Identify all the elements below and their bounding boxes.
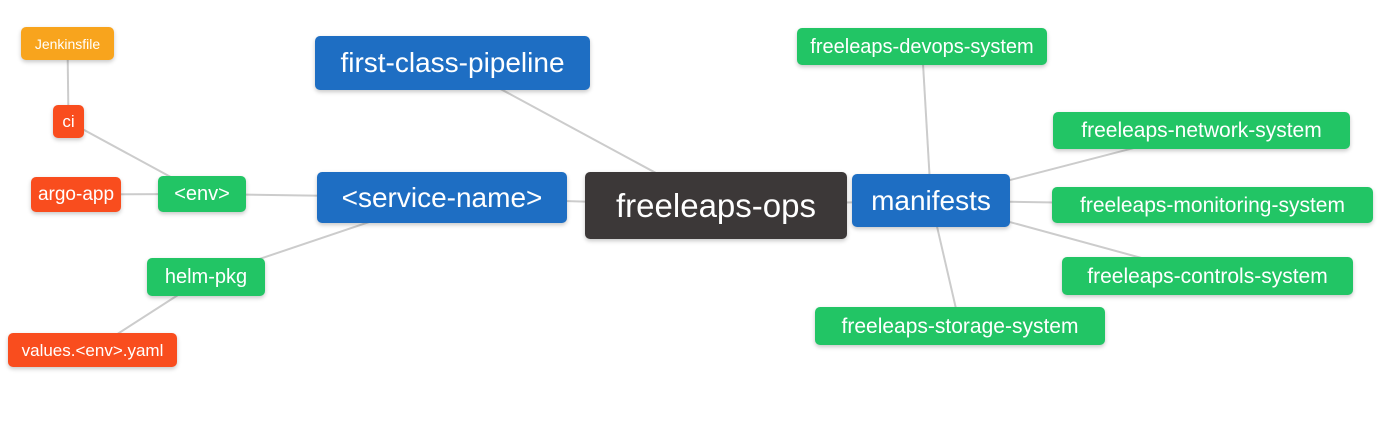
node-freeleaps-network-system[interactable]: freeleaps-network-system xyxy=(1053,112,1350,149)
node-ci[interactable]: ci xyxy=(53,105,84,138)
node-env[interactable]: <env> xyxy=(158,176,246,212)
node-helm-pkg[interactable]: helm-pkg xyxy=(147,258,265,296)
node-jenkinsfile[interactable]: Jenkinsfile xyxy=(21,27,114,60)
node-service-name[interactable]: <service-name> xyxy=(317,172,567,223)
node-freeleaps-ops[interactable]: freeleaps-ops xyxy=(585,172,847,239)
node-manifests[interactable]: manifests xyxy=(852,174,1010,227)
node-freeleaps-storage-system[interactable]: freeleaps-storage-system xyxy=(815,307,1105,345)
node-argo-app[interactable]: argo-app xyxy=(31,177,121,212)
node-freeleaps-monitoring-system[interactable]: freeleaps-monitoring-system xyxy=(1052,187,1373,223)
node-first-class-pipeline[interactable]: first-class-pipeline xyxy=(315,36,590,90)
node-freeleaps-controls-system[interactable]: freeleaps-controls-system xyxy=(1062,257,1353,295)
node-freeleaps-devops-system[interactable]: freeleaps-devops-system xyxy=(797,28,1047,65)
node-values-env-yaml[interactable]: values.<env>.yaml xyxy=(8,333,177,367)
